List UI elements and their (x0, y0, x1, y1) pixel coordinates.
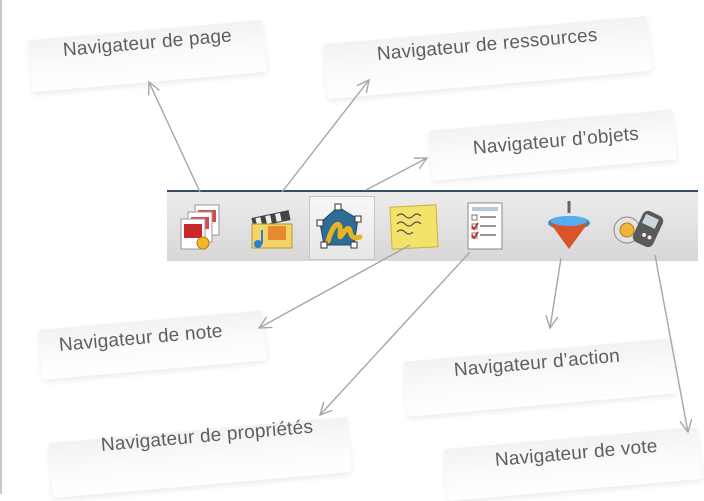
vote-navigator-button[interactable] (607, 196, 671, 258)
arrow-action (550, 257, 562, 328)
page-navigator-icon (180, 204, 220, 250)
action-navigator-button[interactable] (537, 196, 601, 258)
page-navigator-button[interactable] (169, 196, 233, 258)
arrow-properties (320, 251, 471, 415)
properties-navigator-button[interactable] (453, 196, 517, 258)
object-navigator-icon (316, 203, 363, 249)
resource-navigator-icon (251, 210, 293, 249)
object-navigator-button[interactable] (309, 196, 375, 260)
properties-navigator-icon (467, 202, 503, 250)
vote-navigator-icon (613, 210, 664, 248)
arrow-objects (365, 158, 427, 191)
action-navigator-icon (548, 201, 590, 249)
arrow-vote (654, 254, 688, 432)
arrow-resources (281, 80, 369, 193)
arrow-page (149, 82, 201, 193)
arrow-note (259, 244, 411, 328)
resource-navigator-button[interactable] (239, 196, 303, 258)
navigator-toolbar (167, 190, 698, 261)
left-border (0, 0, 2, 494)
note-navigator-button[interactable] (381, 196, 445, 258)
note-navigator-icon (389, 204, 439, 250)
